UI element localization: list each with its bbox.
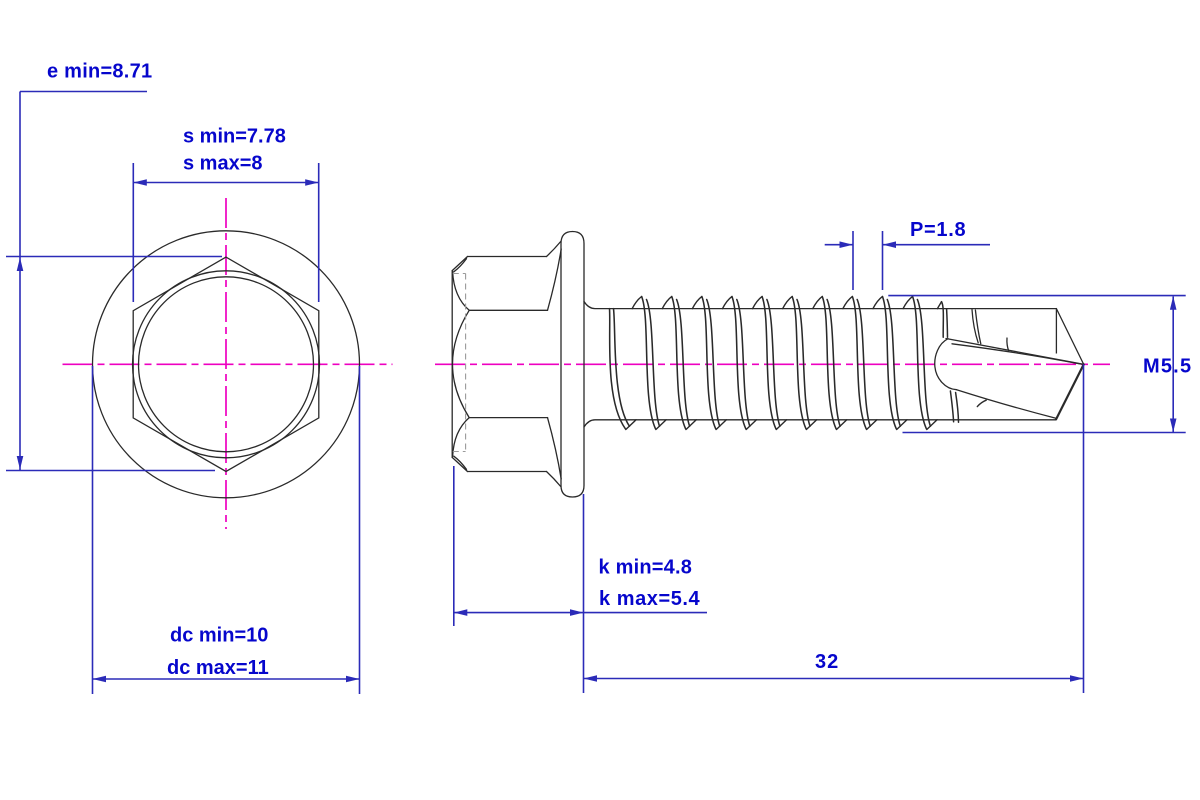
svg-text:k max=5.4: k max=5.4 [599,588,700,610]
svg-text:dc max=11: dc max=11 [167,657,269,679]
svg-text:k min=4.8: k min=4.8 [599,557,693,579]
svg-text:P=1.8: P=1.8 [910,219,966,241]
svg-text:s max=8: s max=8 [183,153,263,175]
svg-text:M5.5: M5.5 [1143,356,1192,378]
svg-text:s min=7.78: s min=7.78 [183,126,286,148]
svg-text:dc min=10: dc min=10 [170,625,268,647]
svg-text:e min=8.71: e min=8.71 [47,61,152,83]
svg-text:32: 32 [815,651,839,673]
